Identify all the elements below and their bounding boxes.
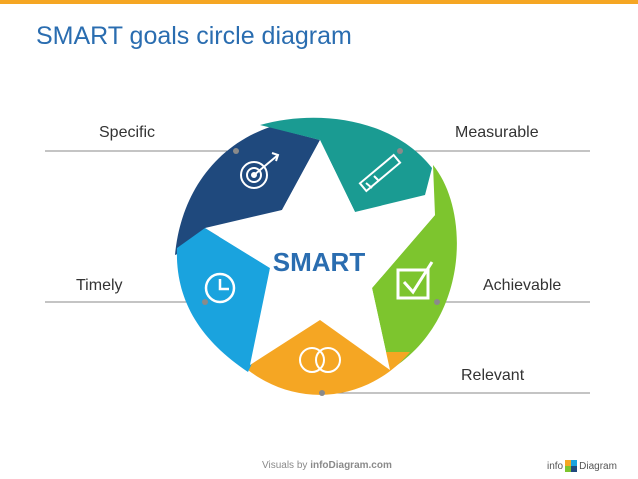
label-relevant: Relevant — [461, 367, 525, 384]
brand-logo: info Diagram — [547, 458, 617, 474]
segment-specific — [175, 127, 320, 255]
target-icon — [240, 152, 280, 189]
label-measurable: Measurable — [455, 124, 539, 141]
page-title: SMART goals circle diagram — [36, 22, 352, 50]
credit-name: infoDiagram.com — [310, 460, 392, 471]
ruler-icon — [358, 153, 402, 193]
rings-icon — [299, 347, 341, 373]
clock-icon — [204, 272, 236, 304]
label-specific: Specific — [99, 124, 156, 141]
segment-timely — [176, 228, 270, 372]
top-accent-bar — [0, 0, 638, 4]
logo-text-right: Diagram — [579, 460, 617, 472]
segment-achievable — [372, 165, 457, 370]
segment-measurable — [260, 117, 432, 212]
center-star — [205, 140, 435, 370]
center-label: SMART — [273, 247, 366, 277]
label-achievable: Achievable — [483, 277, 562, 294]
logo-text-left: info — [547, 460, 564, 472]
checkbox-icon — [396, 261, 434, 300]
logo-mark-icon — [565, 460, 578, 472]
credit-prefix: Visuals by — [262, 460, 311, 471]
label-timely: Timely — [76, 277, 123, 294]
footer-credit: Visuals by infoDiagram.com — [262, 460, 392, 471]
